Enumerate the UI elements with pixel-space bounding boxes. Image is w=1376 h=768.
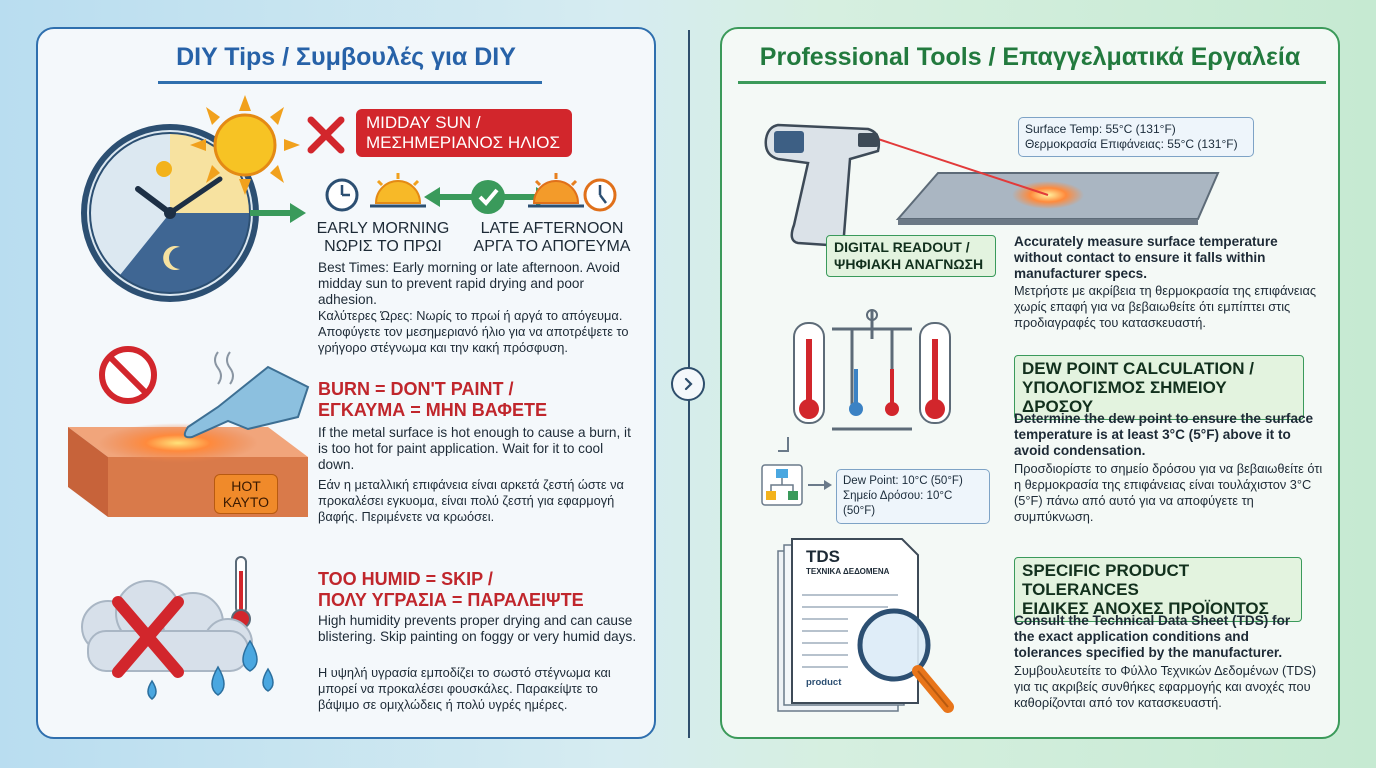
dew-point-heading: DEW POINT CALCULATION / ΥΠΟΛΟΓΙΣΜΟΣ ΣΗΜΕ… — [1014, 355, 1304, 420]
best-times-text-gr: Καλύτερες Ώρες: Νωρίς το πρωί ή αργά το … — [318, 308, 629, 355]
tds-document-icon — [777, 538, 954, 713]
late-afternoon-label: LATE AFTERNOON ΑΡΓΑ ΤΟ ΑΠΟΓΕΥΜΑ — [473, 220, 631, 255]
sun-icon — [190, 95, 300, 195]
measure-text-en: Accurately measure surface temperature w… — [1014, 234, 1278, 281]
title-underline — [738, 81, 1326, 84]
early-morning-label: EARLY MORNING ΝΩΡΙΣ ΤΟ ΠΡΩΙ — [316, 220, 450, 255]
humid-cloud-icon — [81, 556, 274, 700]
tds-doc-subtitle: ΤΕΧΝΙΚΑ ΔΕΔΟΜΕΝΑ — [806, 567, 890, 576]
humid-heading: TOO HUMID = SKIP / ΠΟΛΥ ΥΓΡΑΣΙΑ = ΠΑΡΑΛΕ… — [318, 569, 584, 610]
tds-doc-brand: product — [806, 677, 842, 688]
diy-panel-title: DIY Tips / Συμβουλές για DIY — [176, 43, 516, 71]
burn-text-en: If the metal surface is hot enough to ca… — [318, 425, 631, 472]
arrow-right-icon — [250, 203, 306, 223]
digital-readout-label: DIGITAL READOUT / ΨΗΦΙΑΚΗ ΑΝΑΓΝΩΣΗ — [826, 235, 996, 277]
tds-text-en: Consult the Technical Data Sheet (TDS) f… — [1014, 613, 1291, 660]
tds-heading: SPECIFIC PRODUCT TOLERANCES ΕΙΔΙΚΕΣ ΑΝΟΧ… — [1014, 557, 1302, 622]
tds-text-gr: Συμβουλευτείτε το Φύλλο Τεχνικών Δεδομέν… — [1014, 663, 1317, 710]
flowchart-icon — [761, 437, 832, 506]
ir-thermometer-icon — [764, 123, 1220, 247]
sunrise-icon — [370, 173, 426, 208]
humid-text-gr: Η υψηλή υγρασία εμποδίζει το σωστό στέγν… — [318, 665, 611, 712]
pro-panel-title: Professional Tools / Επαγγελματικά Εργαλ… — [759, 43, 1301, 71]
professional-tools-panel: Professional Tools / Επαγγελματικά Εργαλ… — [720, 27, 1340, 739]
best-times-text-en: Best Times: Early morning or late aftern… — [318, 260, 620, 307]
dew-point-readout: Dew Point: 10°C (50°F) Σημείο Δρόσου: 10… — [836, 469, 990, 524]
measure-text-gr: Μετρήστε με ακρίβεια τη θερμοκρασία της … — [1014, 283, 1317, 330]
dew-text-en: Determine the dew point to ensure the su… — [1014, 411, 1314, 458]
tds-doc-title: TDS — [806, 547, 840, 566]
small-clock-morning-icon — [325, 178, 359, 212]
diy-tips-panel: DIY Tips / Συμβουλές για DIY MIDDAY SUN … — [36, 27, 656, 739]
dew-text-gr: Προσδιορίστε το σημείο δρόσου για να βεβ… — [1014, 461, 1323, 524]
hygrometer-icon — [793, 309, 951, 431]
surface-temp-readout: Surface Temp: 55°C (131°F) Θερμοκρασία Ε… — [1018, 117, 1254, 157]
next-chevron-button[interactable] — [671, 367, 705, 401]
hot-label: HOT ΚΑΥΤΟ — [214, 474, 278, 514]
hot-surface-hand-icon — [68, 346, 310, 517]
humid-text-en: High humidity prevents proper drying and… — [318, 613, 637, 644]
burn-text-gr: Εάν η μεταλλική επιφάνεια είναι αρκετά ζ… — [318, 477, 624, 524]
midday-sun-label: MIDDAY SUN / ΜΕΣΗΜΕΡΙΑΝΟΣ ΗΛΙΟΣ — [356, 109, 572, 157]
chevron-right-icon — [684, 377, 693, 391]
title-underline — [158, 81, 542, 84]
sunset-icon — [528, 173, 584, 208]
small-clock-afternoon-icon — [583, 178, 617, 212]
burn-heading: BURN = DON'T PAINT / ΕΓΚΑΥΜΑ = ΜΗΝ ΒΑΦΕΤ… — [318, 379, 547, 420]
red-x-icon — [307, 116, 345, 154]
